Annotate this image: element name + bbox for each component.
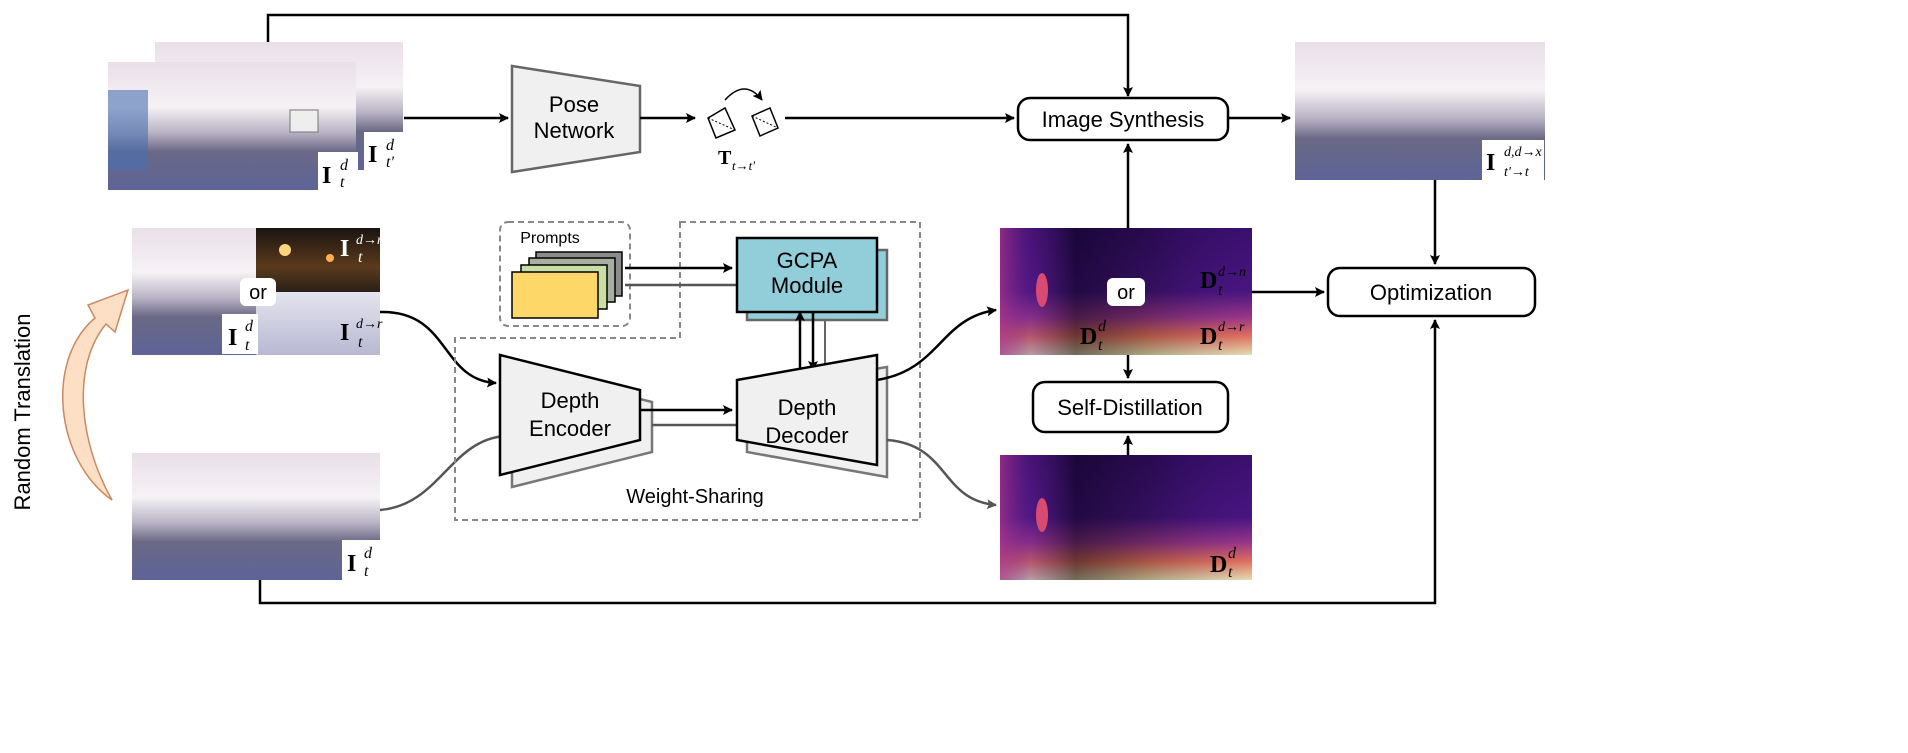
image-synthesis-box: Image Synthesis: [1016, 96, 1230, 142]
svg-text:t→t': t→t': [732, 158, 755, 173]
svg-text:D: D: [1200, 268, 1217, 294]
svg-text:t: t: [364, 563, 369, 580]
svg-text:d: d: [1228, 545, 1237, 562]
svg-text:t: t: [358, 249, 363, 266]
svg-text:Depth: Depth: [541, 388, 600, 413]
label-I-t-prime-d: I d t': [364, 132, 404, 171]
random-translation-arrow: [61, 288, 130, 501]
prompts-block: Prompts: [499, 221, 631, 327]
teacher-depth-map: D d t: [1000, 455, 1252, 581]
svg-text:t: t: [358, 334, 363, 351]
svg-text:T: T: [718, 147, 732, 169]
arrow-original-to-encoder: [379, 434, 506, 512]
svg-text:d→r: d→r: [356, 317, 383, 332]
svg-text:I: I: [340, 236, 349, 262]
weight-sharing-region: [454, 221, 921, 521]
svg-text:Image Synthesis: Image Synthesis: [1042, 107, 1205, 132]
predicted-depth-map: or D d→n t D d t D d→r t: [1000, 228, 1252, 355]
camera-pose-icon: [707, 88, 779, 139]
svg-text:d,d→x: d,d→x: [1504, 145, 1543, 160]
label-T-t-to-tprime: T t→t': [718, 147, 755, 173]
svg-text:t: t: [245, 337, 250, 354]
bottom-connector-arrow: [258, 319, 1440, 605]
svg-text:I: I: [228, 325, 237, 351]
svg-text:d: d: [386, 137, 395, 154]
svg-text:d: d: [1098, 318, 1107, 335]
top-connector-arrow: [266, 13, 1133, 97]
optimization-box: Optimization: [1326, 266, 1537, 318]
svg-text:D: D: [1210, 552, 1227, 578]
svg-text:D: D: [1080, 324, 1097, 350]
svg-text:t: t: [1098, 337, 1103, 354]
svg-text:D: D: [1200, 324, 1217, 350]
random-translation-label: Random Translation: [10, 314, 35, 511]
gcpa-module-block: GCPA Module: [735, 236, 889, 322]
label-I-t-d: I d t: [318, 152, 358, 191]
depth-encoder-block: Depth Encoder: [498, 353, 654, 489]
svg-text:d: d: [245, 318, 254, 335]
weight-sharing-label: Weight-Sharing: [626, 486, 763, 508]
svg-text:Optimization: Optimization: [1370, 280, 1492, 305]
svg-text:I: I: [322, 163, 331, 189]
depth-decoder-block: Depth Decoder: [735, 353, 889, 479]
input-frames-stack: I d t' I d t: [108, 42, 404, 191]
svg-text:d: d: [364, 545, 373, 562]
augmented-input-image: or I d→n t I d→r t I d t: [132, 228, 384, 355]
svg-text:t: t: [1218, 337, 1223, 354]
synthesized-image: I d,d→x t'→t: [1295, 42, 1545, 180]
svg-text:t': t': [386, 154, 394, 171]
svg-text:d→r: d→r: [1218, 320, 1245, 335]
svg-text:Depth: Depth: [778, 395, 837, 420]
svg-text:Self-Distillation: Self-Distillation: [1057, 395, 1203, 420]
svg-text:or: or: [249, 282, 267, 304]
svg-text:Encoder: Encoder: [529, 416, 611, 441]
svg-text:or: or: [1117, 282, 1135, 304]
svg-text:t: t: [1228, 564, 1233, 581]
arrow-augmented-to-encoder: [379, 310, 497, 388]
svg-text:d→n: d→n: [1218, 265, 1246, 280]
svg-text:I: I: [347, 551, 356, 577]
arrow-decoder-to-depth: [876, 306, 997, 382]
arrow-decoder-to-teacher-depth: [886, 438, 997, 510]
svg-text:d: d: [340, 157, 349, 174]
svg-text:d→n: d→n: [356, 233, 384, 248]
svg-text:t'→t: t'→t: [1504, 165, 1530, 180]
svg-text:Decoder: Decoder: [765, 423, 848, 448]
original-input-image: I d t: [132, 453, 380, 580]
svg-text:I: I: [368, 142, 377, 168]
svg-text:GCPA: GCPA: [777, 248, 838, 273]
svg-text:Module: Module: [771, 273, 843, 298]
svg-text:t: t: [1218, 282, 1223, 299]
svg-text:Prompts: Prompts: [520, 230, 580, 247]
svg-text:I: I: [1486, 150, 1495, 176]
svg-text:t: t: [340, 174, 345, 191]
self-distillation-box: Self-Distillation: [1031, 380, 1230, 434]
svg-text:I: I: [340, 320, 349, 346]
